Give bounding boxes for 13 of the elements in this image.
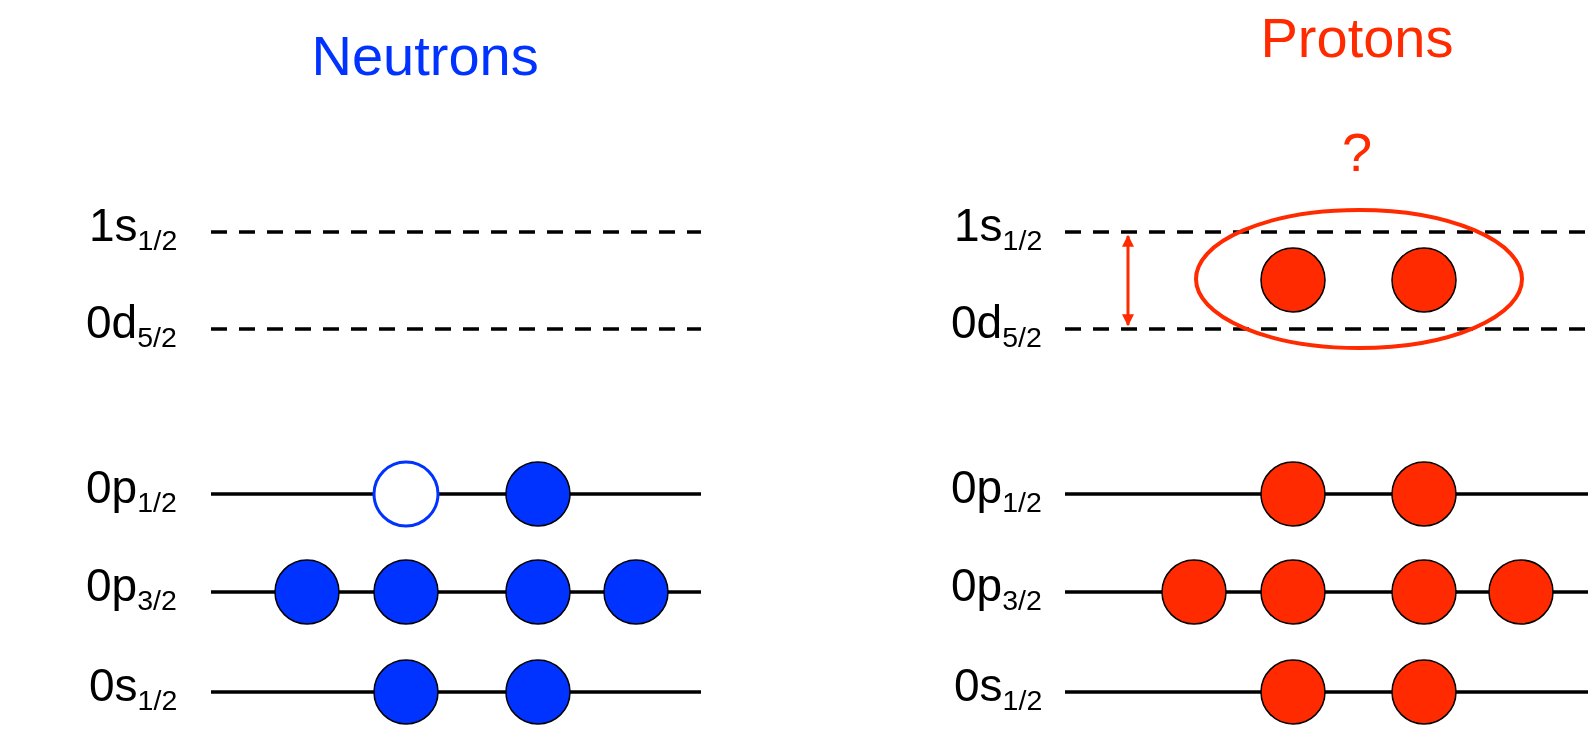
column-heading: Neutrons <box>311 28 539 84</box>
level-label: 1s$_{1/2}$ <box>954 202 1043 255</box>
level-label: 0p$_{3/2}$ <box>951 562 1042 615</box>
level-label: 0p$_{3/2}$ <box>86 562 177 615</box>
level-label: 0s$_{1/2}$ <box>954 662 1043 715</box>
level-label: 0p$_{1/2}$ <box>951 464 1042 517</box>
level-label: 0p$_{1/2}$ <box>86 464 177 517</box>
level-label: 0d$_{5/2}$ <box>86 299 177 352</box>
column-heading: Protons <box>1260 10 1454 66</box>
level-label: 0s$_{1/2}$ <box>89 662 178 715</box>
question-mark: ? <box>1342 125 1373 179</box>
level-label: 1s$_{1/2}$ <box>89 202 178 255</box>
level-label: 0d$_{5/2}$ <box>951 299 1042 352</box>
